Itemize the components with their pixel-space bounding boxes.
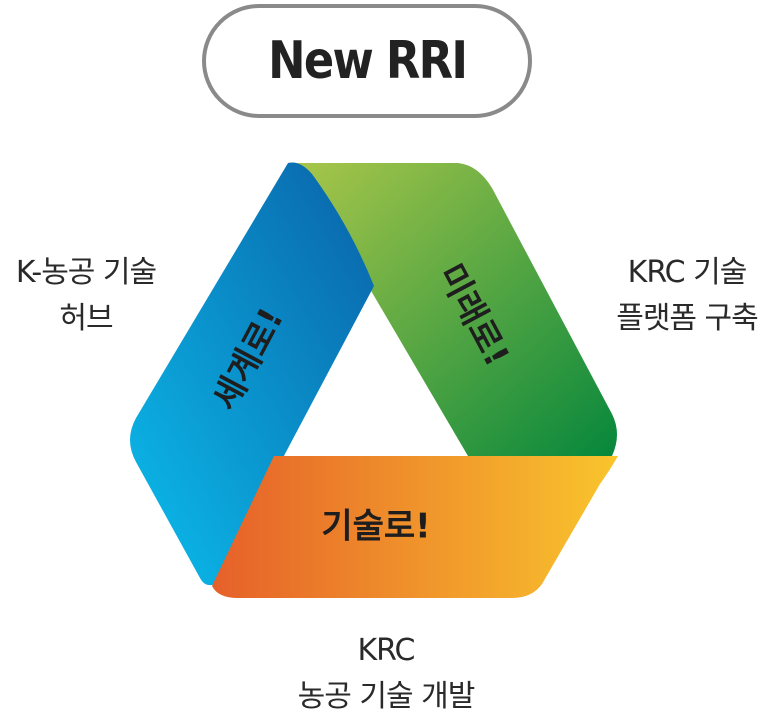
- left-label-line-1: K-농공 기술: [15, 255, 157, 290]
- left-band: [130, 162, 374, 586]
- bottom-label-line-1: KRC: [357, 633, 416, 668]
- right-label-line-1: KRC 기술: [627, 255, 748, 290]
- left-side-label: K-농공 기술 허브: [0, 250, 172, 342]
- bottom-label-line-2: 농공 기술 개발: [297, 679, 476, 714]
- bottom-band: [212, 456, 618, 598]
- bottom-side-label: KRC 농공 기술 개발: [258, 628, 514, 720]
- title-text: New RRI: [267, 31, 468, 91]
- bottom-band-label: 기술로!: [321, 507, 430, 547]
- right-side-label: KRC 기술 플랫폼 구축: [596, 250, 774, 342]
- title-pill: New RRI: [202, 4, 532, 118]
- left-label-line-2: 허브: [59, 301, 113, 336]
- right-band: [296, 163, 617, 456]
- right-label-line-2: 플랫폼 구축: [616, 301, 759, 336]
